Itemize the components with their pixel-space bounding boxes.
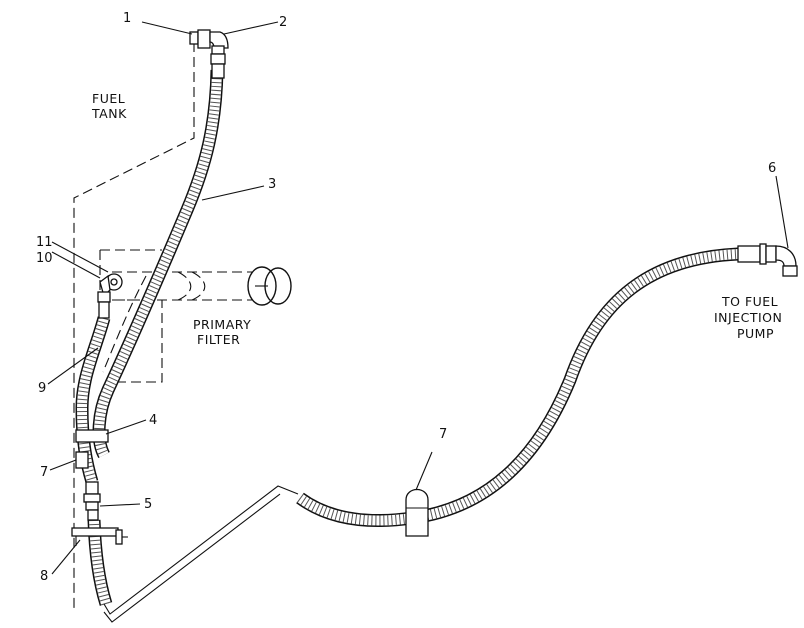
- callout-3: 3: [268, 177, 276, 192]
- hose-clip: [75, 429, 109, 469]
- hose-tank-to-tee: [92, 69, 224, 459]
- callout-1: 1: [123, 11, 131, 26]
- filter-elbow-fitting: [97, 273, 123, 319]
- tube-dashed-a: [102, 275, 147, 373]
- callout-4: 4: [149, 413, 157, 428]
- fuel-tank-label-line2: TANK: [91, 106, 127, 121]
- callout-2: 2: [279, 15, 287, 30]
- callout-6: 6: [768, 161, 776, 176]
- pump-label-line3: PUMP: [737, 326, 774, 341]
- inline-fitting: [83, 481, 101, 521]
- fuel-tank-outline: [73, 42, 195, 610]
- callout-5: 5: [144, 497, 152, 512]
- steel-line: [103, 485, 299, 615]
- primary-filter-label-line2: FILTER: [197, 332, 240, 347]
- pump-label-line2: INJECTION: [714, 310, 782, 325]
- callout-8: 8: [40, 569, 48, 584]
- callout-9: 9: [38, 381, 46, 396]
- tank-elbow-fitting: [189, 29, 229, 79]
- primary-filter-label-line1: PRIMARY: [193, 317, 251, 332]
- callout-11: 11: [36, 235, 53, 250]
- long-hose-clip: [405, 488, 429, 537]
- callout-7-clip: 7: [40, 465, 48, 480]
- leader-lines: [47, 21, 789, 575]
- callout-7-long-hose: 7: [439, 427, 447, 442]
- pump-label-line1: TO FUEL: [721, 294, 778, 309]
- primary-filter: [99, 249, 292, 383]
- fuel-tank-label-line1: FUEL: [92, 91, 125, 106]
- mounting-bracket: [71, 527, 128, 546]
- hose-to-injection-pump: [296, 247, 739, 528]
- pump-elbow-fitting: [737, 243, 798, 277]
- callout-10: 10: [36, 251, 53, 266]
